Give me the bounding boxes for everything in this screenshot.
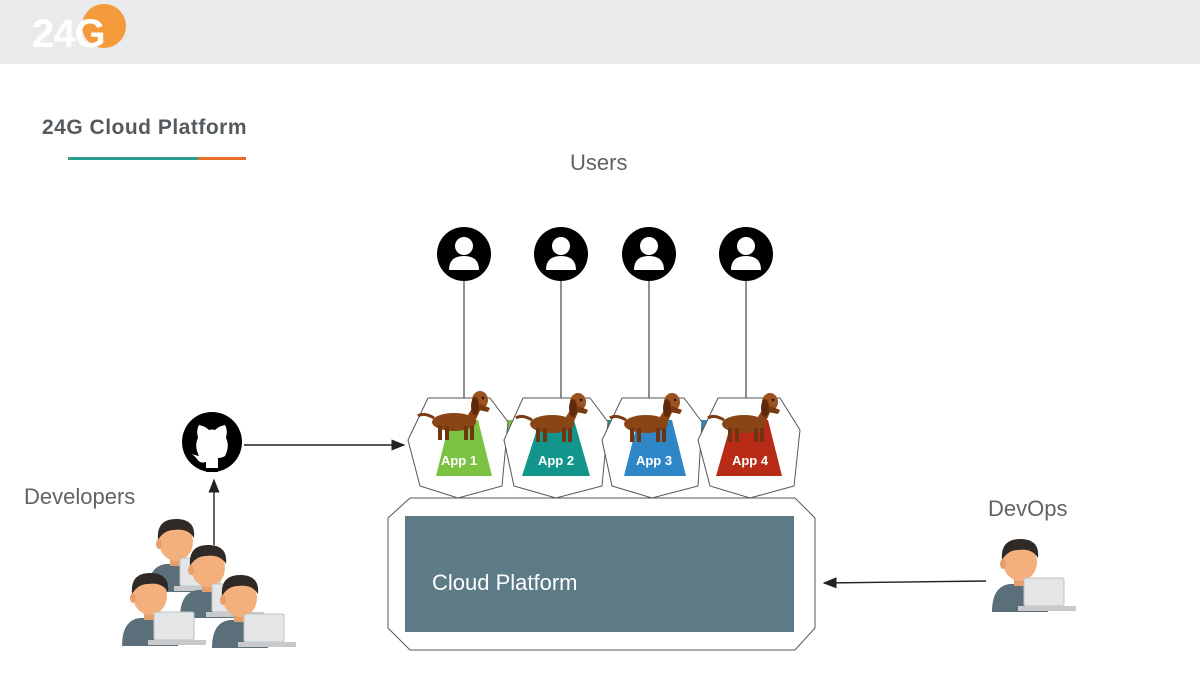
arrow-devops-to-platform xyxy=(822,577,987,589)
logo-text: 24G xyxy=(32,12,106,56)
app-pod-4[interactable] xyxy=(697,397,801,499)
app-label: App 2 xyxy=(538,453,574,468)
platform-box xyxy=(405,516,794,632)
developers-label: Developers xyxy=(24,484,136,509)
app-label: App 4 xyxy=(732,453,769,468)
logo[interactable]: 24G xyxy=(24,2,134,58)
page-title: 24G Cloud Platform xyxy=(42,116,248,139)
app-pod-2[interactable] xyxy=(503,397,609,499)
users-label: Users xyxy=(570,150,628,175)
user-connectors xyxy=(463,280,747,404)
user-icon xyxy=(534,227,588,281)
github-icon[interactable] xyxy=(182,412,242,472)
app-pod-3[interactable] xyxy=(601,397,703,499)
app-label: App 3 xyxy=(636,453,672,468)
user-icon xyxy=(719,227,773,281)
devops-icon xyxy=(991,538,1077,613)
user-icon xyxy=(437,227,491,281)
app-label: App 1 xyxy=(441,453,477,468)
logo-circle xyxy=(82,4,126,48)
user-icon xyxy=(622,227,676,281)
header-bar: 24G xyxy=(0,0,1200,64)
title-underline xyxy=(68,157,246,160)
devops-label: DevOps xyxy=(988,496,1068,521)
platform-label: Cloud Platform xyxy=(432,570,578,595)
